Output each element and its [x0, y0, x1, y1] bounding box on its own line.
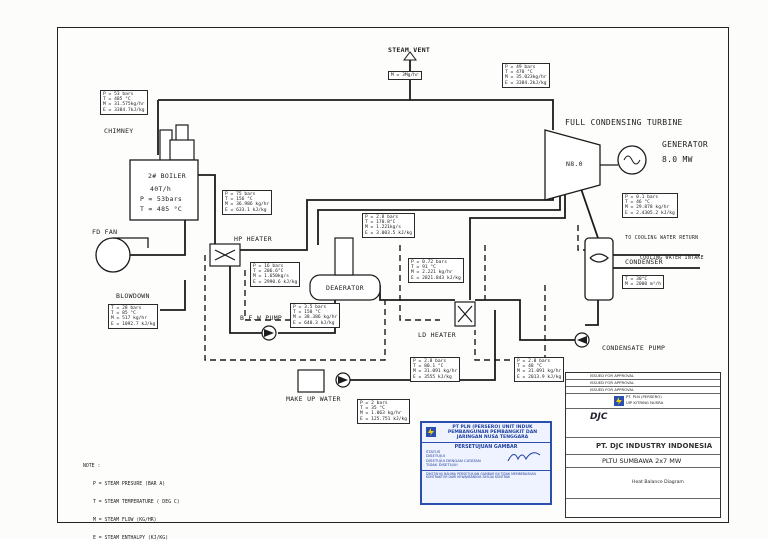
owner-name: PT. PLN (PERSERO) — [626, 394, 662, 399]
pln-logo-icon — [426, 427, 436, 437]
legend-item: P = STEAM PRESURE (BAR A) — [93, 482, 166, 487]
stamp-status: TIDAK DISETUJUI — [426, 462, 458, 468]
stamp-status: STATUS — [426, 449, 441, 454]
process-diagram — [95, 51, 700, 393]
steam-vent-label: STEAM VENT — [388, 46, 431, 54]
title-block: ISSUED FOR APPROVAL ISSUED FOR APPROVAL … — [565, 372, 721, 518]
drain-line-2 — [244, 270, 310, 321]
fd-fan-symbol — [95, 237, 131, 273]
boiler-pressure-label: P = 53bars — [140, 195, 183, 203]
stamp-header: PT PLN (PERSERO) UNIT INDUK PEMBANGUNAN … — [422, 423, 550, 443]
company-row: DJC — [566, 409, 720, 438]
drain-line-1 — [204, 255, 386, 361]
drain-line-3 — [399, 245, 440, 321]
ip-extract-line — [317, 190, 561, 245]
blowdown-line — [160, 280, 186, 311]
condensate-to-ld — [475, 299, 585, 341]
boiler-symbol — [129, 159, 199, 221]
owner-sub: UIP KITRING NUSRA — [626, 400, 664, 405]
boiler-title-label: 2# BOILER — [148, 172, 186, 180]
boiler-capacity-label: 40T/h — [150, 185, 172, 193]
fd-fan-label: FD FAN — [92, 228, 118, 236]
sheet-info-row — [566, 499, 720, 516]
bfw-line — [229, 265, 270, 334]
deaerator-symbol — [309, 237, 381, 301]
revision-row: ISSUED FOR APPROVAL — [566, 373, 720, 380]
steam-vent-symbol — [403, 51, 417, 61]
project-name: PLTU SUMBAWA 2x7 MW — [566, 455, 720, 468]
turbine-code-label: N8.0 — [566, 160, 583, 168]
owner-row: PT. PLN (PERSERO) UIP KITRING NUSRA — [566, 394, 720, 409]
pln-logo-icon — [614, 396, 624, 406]
hp-heater-label: HP HEATER — [234, 235, 272, 243]
chimney-symbol — [159, 124, 195, 171]
fd-fan-line — [130, 205, 186, 256]
cooling-return-label: TO COOLING WATER RETURN — [625, 236, 699, 241]
djc-logo-text: DJC — [590, 412, 608, 422]
ld-to-deaerator — [379, 285, 455, 301]
boiler-temp-label: T = 485 °C — [140, 205, 183, 213]
drawing-page: STEAM VENT FULL CONDENSING TURBINE N8.0 … — [57, 27, 729, 541]
drawing-title: Heat Balance Diagram — [566, 468, 720, 499]
legend-item: M = STEAM FLOW (KG/HR) — [93, 518, 157, 523]
stamp-status: DISETUJUI DENGAN CATATAN — [426, 457, 481, 463]
deaerator-label: DEAERATOR — [326, 284, 364, 292]
generator-power-label: 8.0 MW — [662, 155, 693, 164]
turbine-symbol — [544, 129, 601, 201]
condensate-pump-label: CONDENSATE PUMP — [602, 344, 666, 352]
blowdown-label: BLOWDOWN — [116, 292, 150, 300]
hp-heater-symbol — [209, 243, 241, 267]
approval-stamp: PT PLN (PERSERO) UNIT INDUK PEMBANGUNAN … — [420, 421, 552, 505]
drain-line-6 — [474, 285, 546, 361]
stamp-title: PERSETUJUAN GAMBAR — [454, 445, 518, 450]
revision-row: ISSUED FOR APPROVAL — [566, 387, 720, 394]
stamp-status: DISETUJUI — [426, 453, 445, 459]
ld-extract-line — [469, 193, 566, 300]
make-up-water-label: MAKE UP WATER — [286, 395, 341, 403]
condensate-return — [585, 300, 599, 326]
makeup-line — [350, 310, 496, 381]
legend-item: T = STEAM TEMPERATURE ( DEG C) — [93, 500, 180, 505]
legend-item: E = STEAM ENTHALPY (KJ/KG) — [93, 536, 169, 541]
generator-label: GENERATOR — [662, 140, 709, 149]
company-name: PT. DJC INDUSTRY INDONESIA — [566, 438, 720, 455]
turbine-label: FULL CONDENSING TURBINE — [565, 118, 683, 127]
condenser-symbol — [584, 237, 614, 301]
makeup-tank-symbol — [297, 369, 325, 393]
ld-heater-symbol — [454, 301, 476, 327]
vent-data-box: M = 3Mg/hr — [388, 71, 422, 81]
condenser-label: CONDENSER — [625, 258, 663, 266]
bfw-pump-label: B.F.W PUMP — [240, 314, 283, 322]
legend-title: NOTE : — [83, 464, 101, 469]
revision-row: ISSUED FOR APPROVAL — [566, 380, 720, 387]
main-steam-line — [158, 99, 554, 130]
drain-line-5 — [577, 225, 598, 251]
signature-mark — [507, 452, 541, 462]
chimney-label: CHIMNEY — [104, 127, 134, 135]
stamp-note: DIKETAHUI BAHWA PERSETUJUAN GAMBAR INI T… — [422, 469, 550, 483]
ld-heater-label: LD HEATER — [418, 331, 456, 339]
cooling-intake-label: COOLING WATER INTAKE — [640, 256, 704, 261]
